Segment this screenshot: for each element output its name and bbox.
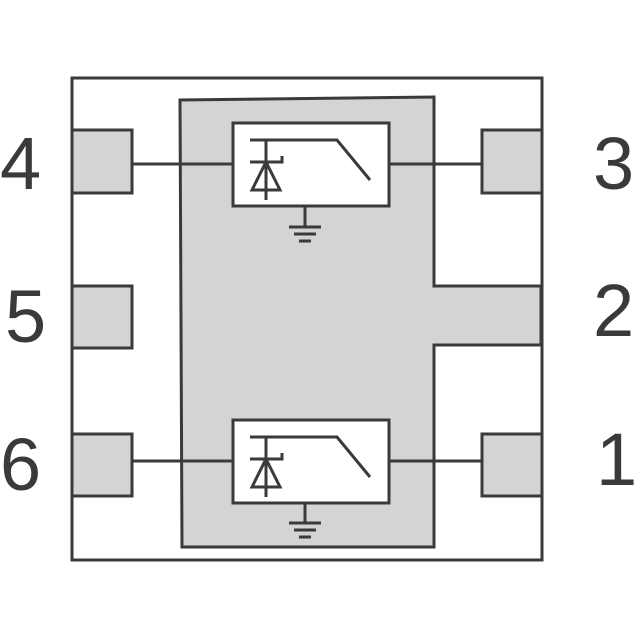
pin-label-1: 1	[596, 418, 637, 501]
tvs-diode-switch-icon	[231, 121, 391, 208]
pad-1	[480, 432, 544, 498]
pin-label-2: 2	[593, 269, 634, 352]
protection-cell-bottom	[231, 418, 391, 505]
tvs-diode-switch-icon	[231, 418, 391, 505]
pad-6	[70, 432, 134, 498]
ground-icon	[289, 206, 321, 243]
ground-icon	[289, 503, 321, 539]
pad-3	[480, 128, 544, 195]
pad-5	[70, 284, 134, 350]
pad-4	[70, 128, 134, 195]
pin-label-6: 6	[0, 423, 41, 506]
pin-label-5: 5	[5, 275, 46, 358]
protection-cell-top	[231, 121, 391, 208]
pin-label-4: 4	[0, 122, 41, 205]
pin-label-3: 3	[593, 122, 634, 205]
